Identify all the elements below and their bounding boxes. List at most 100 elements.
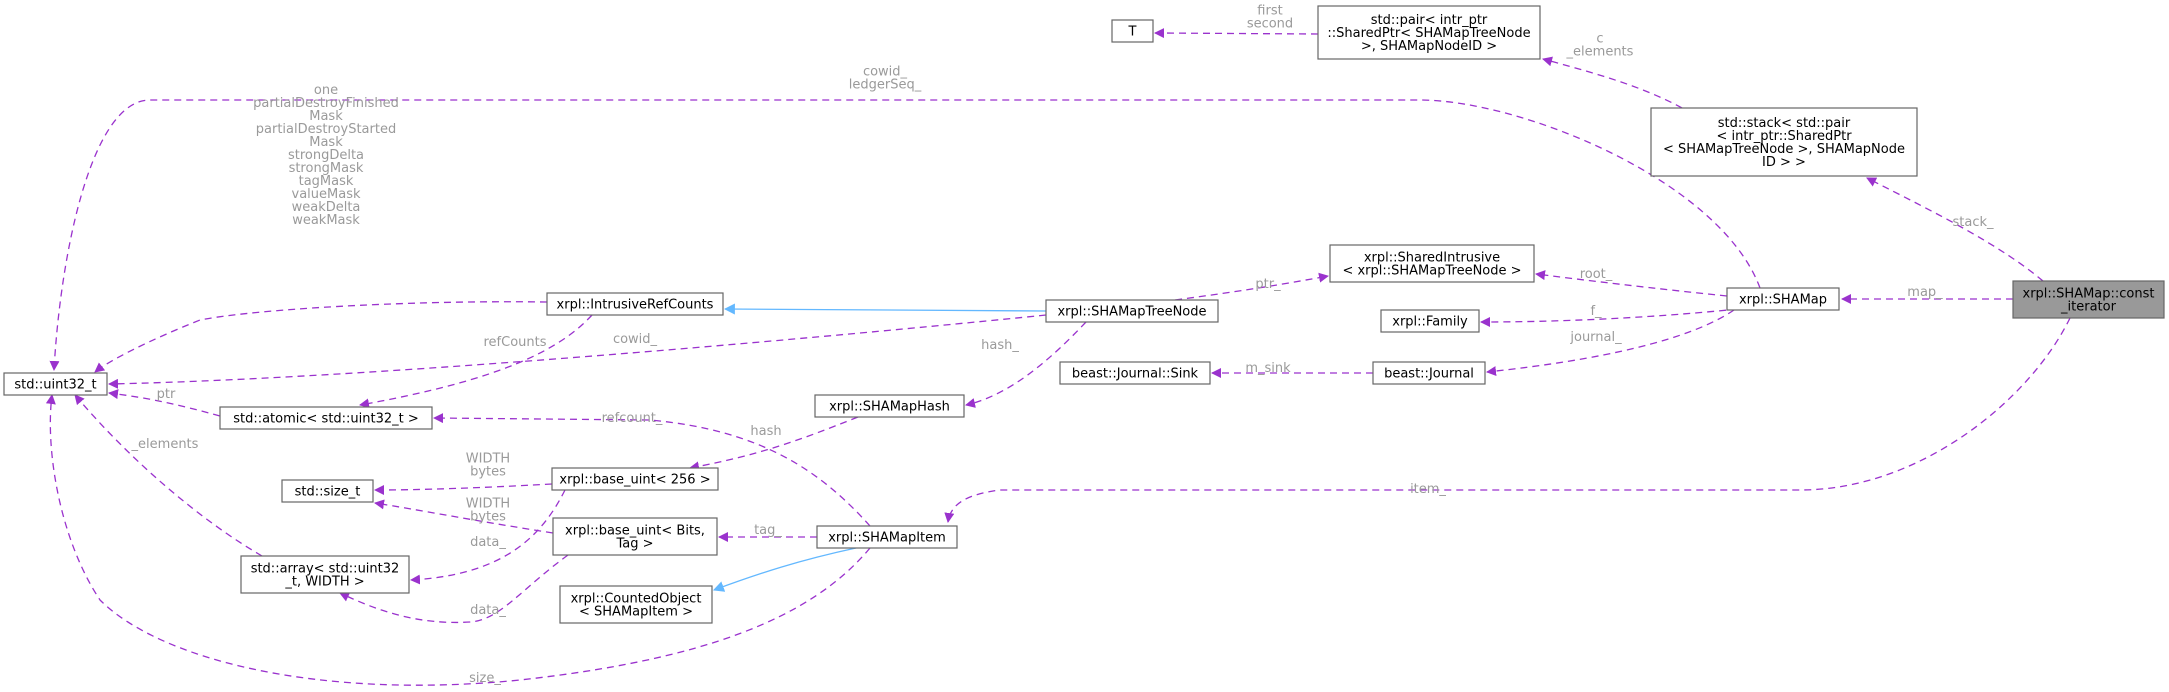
node-shamap-hash[interactable]: xrpl::SHAMapHash [814, 394, 965, 418]
node-label: xrpl::SHAMapItem [828, 531, 946, 546]
edge-label-line: partialDestroyStarted [256, 122, 396, 137]
node-journal[interactable]: beast::Journal [1372, 361, 1486, 385]
node-box [1111, 19, 1154, 43]
node-label: xrpl::SharedIntrusive< xrpl::SHAMapTreeN… [1342, 251, 1521, 279]
node-label-line: Tag > [615, 537, 653, 552]
node-shared-intrusive[interactable]: xrpl::SharedIntrusive< xrpl::SHAMapTreeN… [1329, 244, 1535, 283]
edges-layer [45, 28, 2071, 686]
edge-label-line: WIDTH [466, 497, 510, 512]
node-label: std::atomic< std::uint32_t > [233, 412, 419, 427]
node-label-line: std::atomic< std::uint32_t > [233, 412, 419, 427]
edge-label-stack: stack_ [1952, 215, 1994, 230]
node-const-iterator[interactable]: xrpl::SHAMap::const_iterator [2012, 280, 2165, 319]
node-label-line: < SHAMapItem > [579, 605, 693, 620]
node-label-line: beast::Journal [1384, 367, 1474, 382]
node-label: xrpl::IntrusiveRefCounts [557, 298, 714, 313]
node-label-line: xrpl::IntrusiveRefCounts [557, 298, 714, 313]
node-label-line: xrpl::Family [1392, 315, 1468, 330]
node-atomic[interactable]: std::atomic< std::uint32_t > [219, 406, 433, 430]
node-pair[interactable]: std::pair< intr_ptr::SharedPtr< SHAMapTr… [1317, 5, 1541, 60]
node-shamap[interactable]: xrpl::SHAMap [1726, 287, 1840, 311]
node-shamap-item[interactable]: xrpl::SHAMapItem [816, 525, 958, 549]
edge-label-line: tagMask [299, 174, 354, 189]
dependency-edge-cowid_tree [108, 314, 1047, 389]
node-label-line: xrpl::SHAMap::const [2023, 287, 2155, 302]
node-journal-sink[interactable]: beast::Journal::Sink [1059, 361, 1211, 385]
edge-label-ptr_atomic: ptr [157, 387, 176, 402]
node-label-line: xrpl::SHAMapItem [828, 531, 946, 546]
edge-label-cowid_ledgerseq: cowid_ledgerSeq_ [849, 65, 922, 93]
node-box [1372, 361, 1486, 385]
edge-label-line: map_ [1907, 285, 1943, 300]
edge-label-line: tag_ [754, 523, 782, 538]
dependency-edge-data_256 [410, 489, 566, 585]
edge-label-line: Mask [309, 109, 343, 124]
node-label-line: std::size_t [295, 485, 361, 500]
dependency-edge-intrusive_masks [94, 301, 548, 373]
node-box [546, 292, 724, 316]
node-label-line: xrpl::SharedIntrusive [1364, 251, 1500, 266]
dependency-edge-ptr_atomic [108, 389, 221, 417]
edge-label-line: refCounts [483, 335, 546, 350]
node-uint32[interactable]: std::uint32_t [3, 372, 108, 396]
inheritance-edge-26 [712, 547, 857, 592]
node-label: std::pair< intr_ptr::SharedPtr< SHAMapTr… [1327, 13, 1530, 54]
edge-label-line: ledgerSeq_ [849, 78, 922, 93]
edge-label-line: bytes [470, 465, 506, 480]
edge-label-data_bits: data_ [470, 603, 506, 618]
edge-label-refcounts: refCounts [483, 335, 546, 350]
node-array[interactable]: std::array< std::uint32_t, WIDTH > [240, 555, 410, 594]
node-size-t[interactable]: std::size_t [281, 479, 374, 503]
dependency-edge-cowid_ledgerseq [49, 99, 1761, 371]
edge-label-line: ptr [157, 387, 176, 402]
node-label-line: xrpl::base_uint< Bits, [565, 524, 705, 539]
node-stack[interactable]: std::stack< std::pair< intr_ptr::SharedP… [1650, 107, 1918, 177]
edge-label-line: hash [750, 424, 781, 439]
node-label-line: xrpl::CountedObject [571, 592, 702, 607]
node-label-line: ID > > [1762, 155, 1806, 170]
node-label: xrpl::CountedObject< SHAMapItem > [571, 592, 702, 620]
edge-label-item: item_ [1410, 482, 1446, 497]
node-label-line: xrpl::SHAMapHash [829, 400, 950, 415]
node-label-line: beast::Journal::Sink [1072, 367, 1199, 382]
node-box [1317, 5, 1541, 60]
dependency-edge-refcounts [359, 314, 593, 409]
node-base-uint-bits[interactable]: xrpl::base_uint< Bits,Tag > [552, 517, 718, 556]
dependency-edge-width_bytes_256 [374, 483, 553, 495]
edge-label-root: root_ [1580, 267, 1613, 282]
node-label: T [1128, 25, 1137, 40]
edge-label-f: f_ [1590, 304, 1602, 319]
node-t[interactable]: T [1111, 19, 1154, 43]
node-base-uint-256[interactable]: xrpl::base_uint< 256 > [551, 467, 719, 491]
node-box [240, 555, 410, 594]
node-label-line: < intr_ptr::SharedPtr [1716, 129, 1852, 144]
inheritance-edge-25 [723, 303, 1047, 315]
node-label-line: std::array< std::uint32 [251, 562, 400, 577]
dependency-edge-c_elements [1542, 56, 1683, 109]
node-family[interactable]: xrpl::Family [1380, 309, 1480, 333]
node-label: beast::Journal [1384, 367, 1474, 382]
dependency-edge-hash_tree [965, 321, 1087, 408]
node-tree-node[interactable]: xrpl::SHAMapTreeNode [1045, 299, 1219, 323]
node-intrusive-ref-counts[interactable]: xrpl::IntrusiveRefCounts [546, 292, 724, 316]
node-label: xrpl::Family [1392, 315, 1468, 330]
edge-label-ptr_tree: ptr_ [1255, 277, 1281, 292]
edge-label-line: cowid_ [863, 65, 908, 80]
dependency-edge-f [1480, 308, 1739, 327]
nodes-layer: xrpl::SHAMap::const_iteratorxrpl::SHAMap… [3, 5, 2165, 624]
edge-label-line: cowid_ [613, 332, 658, 347]
node-counted-object[interactable]: xrpl::CountedObject< SHAMapItem > [559, 585, 713, 624]
node-label: std::stack< std::pair< intr_ptr::SharedP… [1663, 116, 1905, 170]
edge-label-line: Mask [309, 135, 343, 150]
node-box [1329, 244, 1535, 283]
node-label: xrpl::SHAMap [1739, 293, 1827, 308]
edge-label-line: ptr_ [1255, 277, 1281, 292]
edge-label-line: data_ [470, 603, 506, 618]
node-label-line: _iterator [2060, 300, 2117, 315]
edge-label-line: strongDelta [288, 148, 364, 163]
dependency-edge-size_item [45, 394, 871, 686]
